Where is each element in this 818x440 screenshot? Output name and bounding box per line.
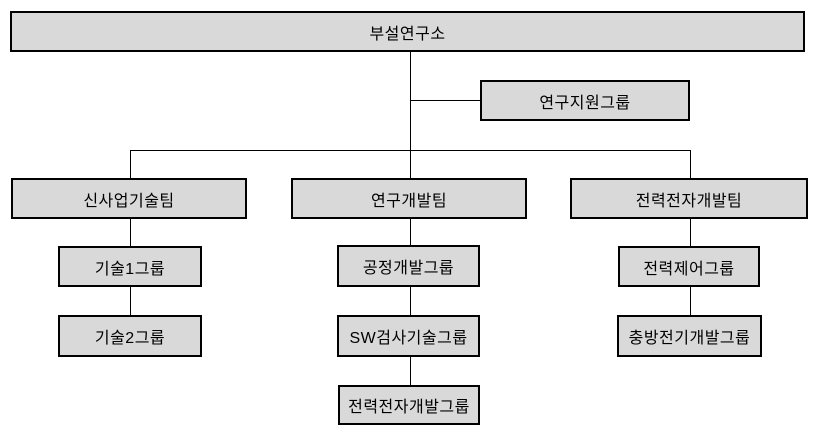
node-charger-discharger-dev-group-label: 충방전기개발그룹 [628,330,751,347]
node-sw-inspection-tech-group: SW검사기술그룹 [337,315,480,357]
connector-team2-child2 [410,287,411,315]
node-new-business-tech-team: 신사업기술팀 [11,178,247,219]
node-power-electronics-dev-group-label: 전력전자개발그룹 [348,399,470,416]
node-tech2-group: 기술2그룹 [58,315,202,357]
node-charger-discharger-dev-group: 충방전기개발그룹 [617,315,762,357]
connector-team3-child2 [690,287,691,315]
connector-team1-child2 [130,287,131,315]
node-rnd-team-label: 연구개발팀 [370,192,448,210]
connector-root-trunk [410,52,411,178]
node-process-dev-group: 공정개발그룹 [337,245,480,287]
node-new-business-tech-team-label: 신사업기술팀 [83,192,175,210]
connector-drop-team-3 [690,150,691,178]
connector-drop-team-1 [130,150,131,178]
connector-team2-child3 [410,357,411,385]
node-tech1-group: 기술1그룹 [58,246,202,287]
connector-support-branch [410,100,480,101]
node-sw-inspection-tech-group-label: SW검사기술그룹 [349,330,468,347]
node-power-electronics-dev-team-label: 전력전자개발팀 [635,192,743,210]
node-research-institute: 부설연구소 [10,11,805,52]
node-rnd-team: 연구개발팀 [291,178,527,219]
node-process-dev-group-label: 공정개발그룹 [362,260,455,277]
node-power-electronics-dev-team: 전력전자개발팀 [570,178,808,219]
node-research-support-group: 연구지원그룹 [480,80,690,121]
node-research-support-group-label: 연구지원그룹 [539,94,631,112]
connector-team2-child1 [410,219,411,245]
node-tech1-group-label: 기술1그룹 [94,260,166,278]
node-power-control-group: 전력제어그룹 [618,246,760,287]
node-tech2-group-label: 기술2그룹 [94,330,166,347]
node-power-control-group-label: 전력제어그룹 [643,260,735,278]
node-power-electronics-dev-group: 전력전자개발그룹 [338,385,480,425]
connector-team1-child1 [130,219,131,246]
connector-team3-child1 [690,219,691,246]
connector-distribution-line [130,150,690,151]
node-research-institute-label: 부설연구소 [369,25,446,43]
